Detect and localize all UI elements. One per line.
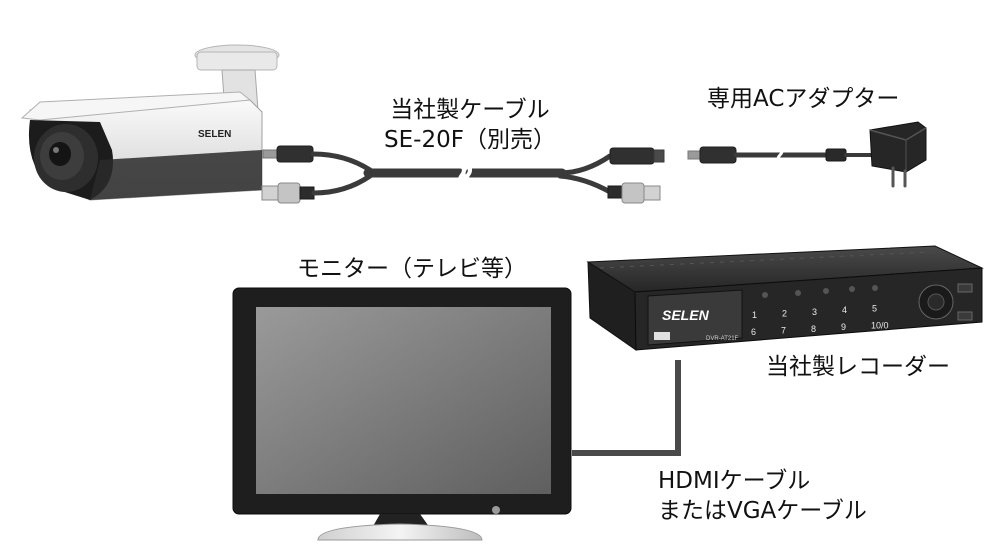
video-cable xyxy=(572,360,681,456)
monitor-label: モニター（テレビ等） xyxy=(297,256,527,282)
dvr-recorder: SELEN DVR-AT21F 1 2 3 4 5 6 7 8 9 10/0 xyxy=(586,245,984,351)
dvr-key-6: 6 xyxy=(751,327,756,337)
dvr-key-9: 9 xyxy=(841,322,846,332)
dvr-key-2: 2 xyxy=(782,308,787,318)
dvr-key-4: 4 xyxy=(842,305,847,315)
recorder-label: 当社製レコーダー xyxy=(766,354,950,380)
ac-adapter xyxy=(687,121,927,188)
camera-brand: SELEN xyxy=(198,129,231,140)
dvr-key-1: 1 xyxy=(752,310,757,320)
dvr-key-10-0: 10/0 xyxy=(871,321,889,331)
cable-label: 当社製ケーブル SE-20F（別売） xyxy=(370,95,570,155)
bullet-camera: SELEN xyxy=(20,44,280,201)
video-cable-label-line1: HDMIケーブル xyxy=(658,468,811,494)
monitor xyxy=(232,287,572,541)
monitor-screen xyxy=(256,307,551,494)
cable-label-line1: 当社製ケーブル xyxy=(390,97,550,123)
dvr-key-5: 5 xyxy=(872,304,877,314)
dvr-brand: SELEN xyxy=(662,307,710,323)
dvr-key-7: 7 xyxy=(781,325,786,335)
adapter-label: 専用ACアダプター xyxy=(707,86,900,112)
dvr-keypad: 1 2 3 4 5 6 7 8 9 10/0 xyxy=(751,304,889,337)
video-cable-label-line2: またはVGAケーブル xyxy=(658,498,867,524)
dvr-model: DVR-AT21F xyxy=(706,336,739,342)
video-cable-label: HDMIケーブル またはVGAケーブル xyxy=(658,466,867,526)
cable-label-line2: SE-20F（別売） xyxy=(384,127,556,153)
camera-pigtail-cable xyxy=(261,145,665,204)
dvr-key-3: 3 xyxy=(812,307,817,317)
dvr-key-8: 8 xyxy=(811,324,816,334)
